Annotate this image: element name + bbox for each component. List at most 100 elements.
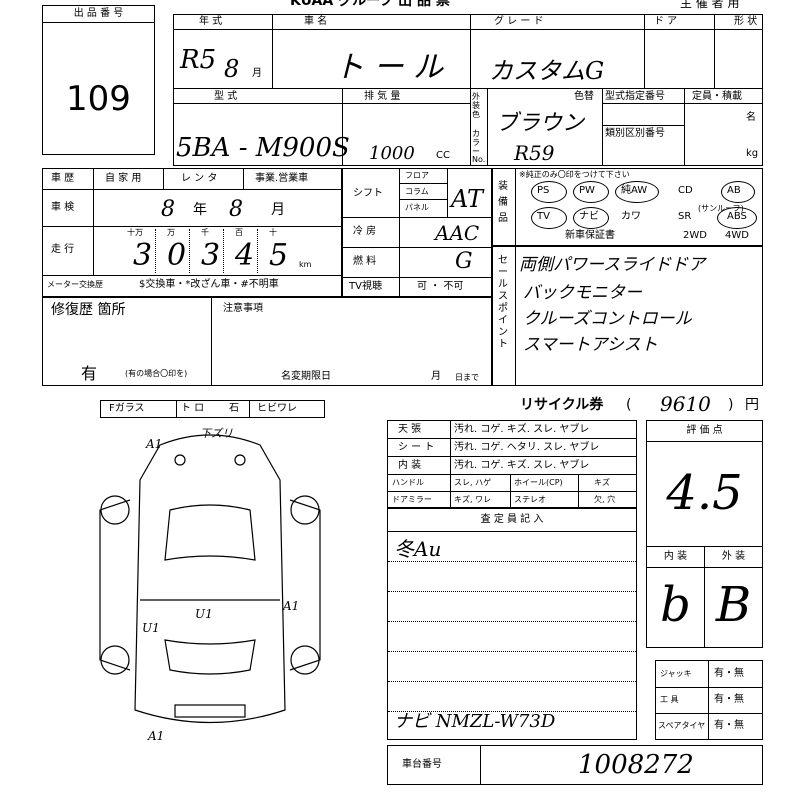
rear-bumper-outline: [174, 704, 246, 718]
sales-points: セールスポイント 両側パワースライドドア バックモニター クルーズコントロール …: [492, 246, 763, 386]
lot-box: 出 品 番 号 109: [42, 5, 155, 155]
sales-points-label: セールスポイント: [498, 255, 508, 350]
mileage-digit-1: 3: [133, 238, 153, 273]
exterior-color-value: ブラウン: [496, 111, 585, 136]
displacement-value: 1000: [369, 143, 415, 164]
shift-table: シフト フロア コラム パネル AT 冷 房 AAC 燃 料 G TV視聴 可 …: [342, 168, 492, 297]
circle-abs: [717, 207, 757, 229]
left-door-outline: [99, 499, 131, 671]
equipment-option-ps: PS: [537, 185, 550, 196]
equipment-option-abs: ABS: [727, 211, 747, 222]
shift-panel: パネル: [405, 203, 429, 212]
mark-front-left: A1: [146, 437, 163, 451]
shift-column: コラム: [405, 187, 429, 196]
car-body-outline: [134, 434, 286, 724]
condition-label-interior: 内 装: [398, 460, 422, 471]
tv-label: TV視聴: [349, 281, 382, 292]
mileage-digit-5: 5: [269, 238, 289, 273]
circle-navi: [573, 207, 609, 229]
inspector-box: 査 定 員 記 入 冬Au ナビ NMZL-W73D: [387, 508, 637, 740]
4wd-option: 4WD: [725, 230, 749, 241]
headlight-left: [174, 454, 186, 466]
glass-option-2: 石: [229, 403, 239, 414]
shape-label: 形 状: [734, 16, 758, 27]
glass-option-1: ト ロ: [181, 403, 205, 414]
mark-left: U1: [142, 621, 160, 635]
equipment-option-sunroof: SR: [678, 211, 692, 222]
sales-point-1: 両側パワースライドドア: [519, 255, 706, 275]
sunroof-note: (サンルーフ): [698, 204, 744, 213]
title-change-month: 月: [431, 371, 441, 382]
caution-label: 注意事項: [223, 303, 263, 314]
digit-header-100k: 十万: [127, 228, 143, 237]
history-private: 自 家 用: [105, 173, 142, 184]
vehicle-table: 年 式 車 名 グ レ ー ド ド ア 形 状 R5 8 月 ト ー ル カスタ…: [173, 14, 763, 166]
circle-ps: [531, 181, 567, 203]
mark-rear-left: A1: [148, 729, 165, 743]
organizer-label: 主 催 者 用: [680, 0, 740, 10]
mark-top: 下ズリ: [200, 427, 233, 440]
lot-label: 出 品 番 号: [73, 8, 124, 19]
right-door-outline: [289, 499, 321, 671]
mileage-digit-2: 0: [167, 238, 187, 273]
equipment-label: 装備品: [498, 181, 508, 224]
circle-aw: [615, 181, 659, 203]
recycle-close-paren: ): [728, 397, 734, 413]
recycle-label: リサイクル券: [520, 397, 604, 413]
capacity-label: 定員・積載: [692, 91, 742, 102]
meter-change-options: $交換車・*改ざん車・#不明車: [139, 279, 279, 290]
equipment-option-navi: ナビ: [579, 211, 599, 222]
ac-label: 冷 房: [353, 226, 377, 237]
glass-table: Fガラス ト ロ 石 ヒビワレ: [100, 400, 325, 418]
title-change-label: 名変期限日: [281, 371, 331, 382]
repair-value: 有: [81, 364, 98, 383]
shift-label: シフト: [353, 188, 383, 199]
year-label: 年 式: [199, 16, 223, 27]
color-change-label: 色替: [574, 91, 594, 102]
sales-point-2: バックモニター: [523, 283, 642, 303]
equipment-option-pw: PW: [579, 185, 595, 196]
displacement-unit: CC: [436, 150, 450, 161]
category-label: 類別区別番号: [605, 128, 665, 139]
accessory-value-tools: 有・無: [714, 694, 744, 705]
mark-center: U1: [195, 607, 213, 621]
history-table: 車 歴 自 家 用 レ ン タ 事業.営業車 車 検 8 年 8 月 走 行 十…: [42, 168, 342, 297]
warranty-option: 新車保証書: [565, 230, 615, 241]
accessory-value-spare: 有・無: [714, 720, 744, 731]
mileage-unit: km: [299, 260, 312, 269]
equipment-table: 装備品 ※純正のみ〇印をつけて下さい (サンルーフ) 新車保証書 2WD 4WD…: [492, 168, 763, 246]
equipment-option-tv: TV: [537, 211, 550, 222]
equipment-note: ※純正のみ〇印をつけて下さい: [519, 170, 630, 179]
rear-left-tire: [100, 645, 130, 675]
sales-point-4: スマートアシスト: [523, 335, 658, 355]
condition-values-mirror: キズ, ワレ: [454, 495, 492, 504]
name-label: 車 名: [304, 16, 328, 27]
condition-label-handle: ハンドル: [392, 478, 424, 487]
circle-pw: [573, 181, 609, 203]
capacity-unit-kg: kg: [746, 148, 759, 159]
condition-table: 天 張 汚れ. コゲ. キズ. スレ. ヤブレ シ ー ト 汚れ. コゲ. ヘタ…: [387, 420, 637, 508]
history-label: 車 歴: [51, 173, 75, 184]
glass-option-3: ヒビワレ: [257, 403, 297, 414]
condition-label-seat: シ ー ト: [398, 442, 435, 453]
headlight-right: [234, 454, 246, 466]
chassis-label: 車台番号: [402, 759, 442, 770]
front-right-tire: [290, 495, 320, 525]
fuel-label: 燃 料: [353, 256, 377, 267]
exterior-label: 外 装: [721, 551, 746, 562]
chassis-table: 車台番号 1008272: [387, 745, 763, 785]
recycle-value: 9610: [660, 392, 711, 416]
tv-value: 可 ・ 不可: [417, 281, 464, 292]
inspection-year: 8: [161, 197, 175, 222]
digit-header-100: 百: [235, 228, 243, 237]
model-value: 5BA - M900S: [176, 133, 350, 163]
condition-values-stereo: 欠, 穴: [594, 495, 616, 504]
history-rental: レ ン タ: [181, 173, 218, 184]
exterior-color-label: 外装色: [472, 92, 480, 120]
inspection-month: 8: [229, 197, 243, 222]
digit-header-10: 十: [269, 228, 277, 237]
evaluation-score: 4.5: [666, 465, 743, 521]
condition-values-interior: 汚れ. コゲ. キズ. スレ. ヤブレ: [454, 460, 590, 471]
accessory-label-spare: スペアタイヤ: [658, 721, 706, 730]
displacement-label: 排 気 量: [364, 91, 401, 102]
